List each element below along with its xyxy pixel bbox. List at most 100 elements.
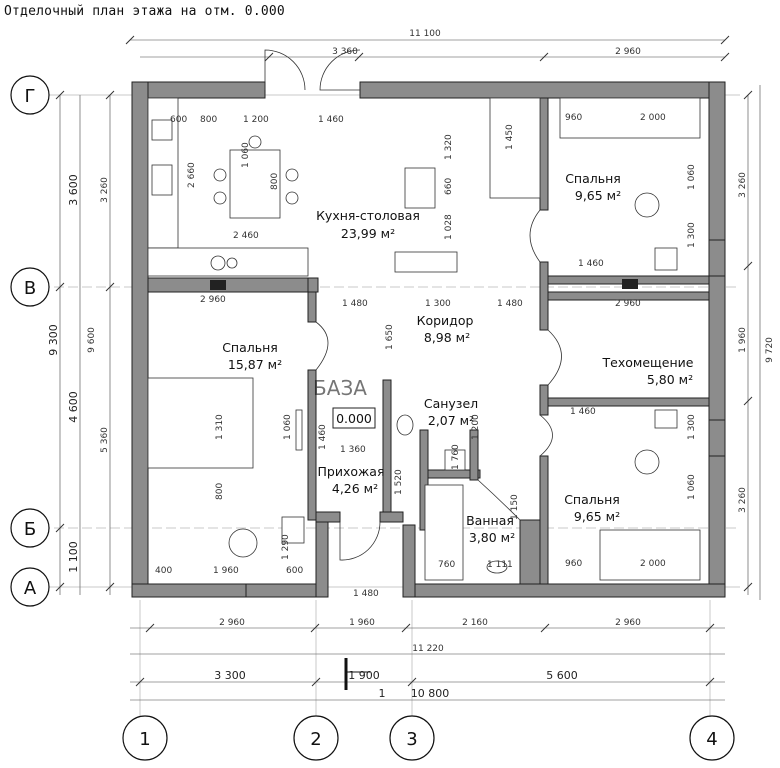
dim-small: 760 (438, 560, 455, 570)
section-mark: 1 (379, 687, 386, 700)
dim-small: 600 (170, 115, 187, 125)
room-name-bedroom-se: Спальня (564, 492, 620, 507)
dim-small: 1 460 (578, 259, 604, 269)
room-area-corridor: 8,98 м² (424, 330, 470, 345)
dim-small: 800 (200, 115, 217, 125)
dim-small: 1 320 (444, 134, 454, 160)
dim-left-inner-1: 3 260 (100, 177, 110, 203)
dim-top-right: 2 960 (615, 47, 641, 57)
room-area-bedroom-ne: 9,65 м² (575, 188, 621, 203)
dim-small: 1 310 (215, 414, 225, 440)
dim-right-total: 9 720 (765, 337, 775, 363)
room-area-hall: 4,26 м² (332, 481, 378, 496)
dim-small: 1 460 (570, 407, 596, 417)
axis-row-b: Б (24, 519, 36, 540)
dim-small: 1 450 (505, 124, 515, 150)
room-area-kitchen: 23,99 м² (341, 226, 395, 241)
room-area-bathroom: 3,80 м² (469, 530, 515, 545)
dim-small: 1 300 (687, 414, 697, 440)
dim-small: 1 480 (353, 589, 379, 599)
dim-small: 1 060 (687, 474, 697, 500)
room-name-corridor: Коридор (417, 313, 474, 328)
dim-bottom-total-inner: 11 220 (412, 644, 444, 654)
dim-small: 1 060 (283, 414, 293, 440)
dim-small: 400 (155, 566, 172, 576)
dim-small: 1 150 (510, 494, 520, 520)
dim-small: 960 (565, 113, 582, 123)
walls (131, 81, 726, 598)
room-name-kitchen: Кухня-столовая (316, 208, 420, 223)
axis-col-1: 1 (139, 729, 150, 750)
dim-small: 1 300 (425, 299, 451, 309)
dim-bottom-room-1: 2 960 (219, 618, 245, 628)
dim-small: 1 028 (444, 214, 454, 240)
dim-small: 1 960 (213, 566, 239, 576)
dim-left-total: 9 300 (47, 324, 60, 356)
dim-left-outer-3: 1 100 (67, 541, 80, 573)
dim-top-total: 11 100 (409, 29, 441, 39)
dim-small: 1 060 (241, 142, 251, 168)
room-name-tech: Техомещение (602, 355, 694, 370)
room-name-wc: Санузел (424, 396, 478, 411)
dim-small: 2 660 (187, 162, 197, 188)
room-name-bedroom-w: Спальня (222, 340, 278, 355)
dim-axis-3-4: 5 600 (546, 669, 578, 682)
plan-title: Отделочный план этажа на отм. 0.000 (4, 4, 285, 19)
dim-small: 800 (270, 173, 280, 190)
dim-small: 2 960 (200, 295, 226, 305)
room-name-bathroom: Ванная (466, 513, 514, 528)
dim-right-2: 1 960 (738, 327, 748, 353)
axis-row-g: Г (25, 86, 36, 107)
axis-col-4: 4 (706, 729, 717, 750)
dim-right-3: 3 260 (738, 487, 748, 513)
dim-top-door: 3 360 (332, 47, 358, 57)
dim-small: 1 300 (687, 222, 697, 248)
dim-small: 1 460 (318, 115, 344, 125)
dimension-texts: 11 100 3 360 2 960 2 960 1 960 2 160 2 9… (47, 29, 775, 700)
furniture (147, 97, 701, 581)
dim-small: 2 000 (640, 559, 666, 569)
dim-small: 960 (565, 559, 582, 569)
dim-small: 2 000 (640, 113, 666, 123)
interior-dimensions: 600 800 1 200 1 460 2 660 2 460 1 060 80… (155, 113, 697, 599)
doors (264, 49, 562, 561)
dim-small: 1 520 (394, 469, 404, 495)
dim-small: 1 200 (243, 115, 269, 125)
dim-small: 1 480 (342, 299, 368, 309)
room-area-tech: 5,80 м² (647, 372, 693, 387)
dim-bottom-room-3: 2 160 (462, 618, 488, 628)
dim-small: 800 (215, 483, 225, 500)
dim-small: 1 480 (497, 299, 523, 309)
dim-left-outer-2: 4 600 (67, 391, 80, 423)
dim-small: 600 (286, 566, 303, 576)
axis-row-v: В (24, 278, 36, 299)
dim-left-inner-total: 9 600 (87, 327, 97, 353)
level-mark: 0.000 (336, 411, 372, 426)
dim-bottom-room-4: 2 960 (615, 618, 641, 628)
dim-small: 2 960 (615, 299, 641, 309)
dim-small: 1 200 (471, 414, 481, 440)
axis-col-3: 3 (406, 729, 417, 750)
room-name-bedroom-ne: Спальня (565, 171, 621, 186)
dim-axis-2-3: 1 900 (348, 669, 380, 682)
room-area-bedroom-w: 15,87 м² (228, 357, 282, 372)
room-area-bedroom-se: 9,65 м² (574, 509, 620, 524)
dim-small: 1 460 (318, 424, 328, 450)
dim-small: 2 460 (233, 231, 259, 241)
dim-left-outer-1: 3 600 (67, 174, 80, 206)
dim-axis-total: 10 800 (411, 687, 450, 700)
watermark: БАЗА (313, 376, 367, 400)
room-labels: Кухня-столовая 23,99 м² Спальня 9,65 м² … (222, 171, 694, 545)
dim-small: 1 060 (687, 164, 697, 190)
dim-bottom-room-2: 1 960 (349, 618, 375, 628)
dim-small: 1 760 (451, 444, 461, 470)
dim-small: 1 650 (385, 324, 395, 350)
dim-left-inner-2: 5 360 (100, 427, 110, 453)
axis-row-a: А (24, 578, 37, 599)
dim-axis-1-2: 3 300 (214, 669, 246, 682)
dim-right-1: 3 260 (738, 172, 748, 198)
dim-small: 1 360 (340, 445, 366, 455)
axis-col-2: 2 (310, 729, 321, 750)
dim-small: 1 111 (487, 560, 513, 570)
